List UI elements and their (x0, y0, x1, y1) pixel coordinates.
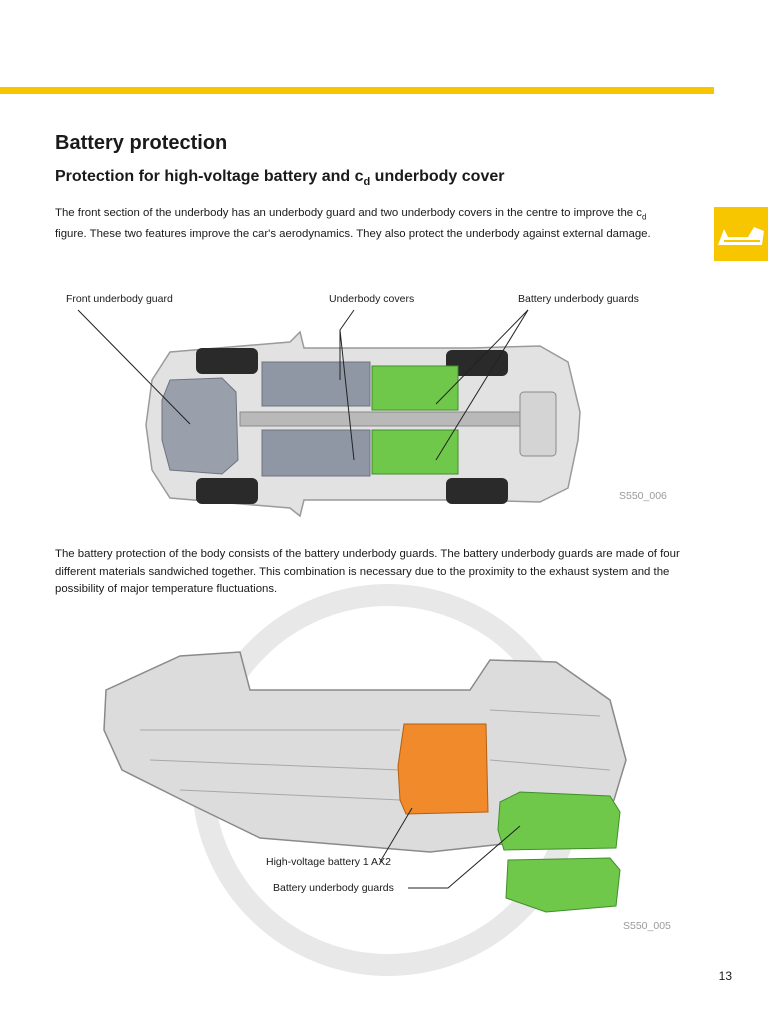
body-shell-detail (140, 709, 611, 801)
battery-guard-upper (497, 791, 621, 851)
figure1-reference: S550_006 (619, 490, 667, 502)
battery-guard-lower (505, 857, 621, 913)
page-title: Battery protection (55, 132, 228, 154)
underbody-cover-top (261, 361, 371, 407)
section-tab[interactable] (714, 207, 768, 261)
page-number: 13 (718, 969, 732, 983)
high-voltage-battery (397, 723, 489, 815)
section-subtitle: Protection for high-voltage battery and … (55, 168, 505, 189)
label-underbody-covers: Underbody covers (329, 293, 415, 305)
header-accent-rule (0, 87, 714, 94)
car-body-icon (718, 227, 764, 245)
wheel-front-right (196, 478, 258, 504)
wheel-front-left (196, 348, 258, 374)
battery-guard-bottom (371, 429, 459, 475)
intro-paragraph: The front section of the underbody has a… (55, 207, 651, 240)
body-shell-outline (103, 651, 627, 853)
underbody-diagram (77, 309, 581, 518)
figure1-leader-lines (77, 309, 529, 461)
label-high-voltage-battery: High-voltage battery 1 AX2 (266, 856, 391, 868)
label-battery-underbody-guards-bottom: Battery underbody guards (273, 882, 394, 894)
label-front-underbody-guard: Front underbody guard (66, 293, 173, 305)
wheel-rear-right (446, 478, 508, 504)
rear-silencer (519, 391, 557, 457)
body-paragraph: The battery protection of the body consi… (55, 548, 680, 595)
label-battery-underbody-guards-top: Battery underbody guards (518, 293, 639, 305)
front-underbody-guard (161, 377, 239, 475)
figure2-reference: S550_005 (623, 920, 671, 932)
figure2-leader-lines (379, 807, 521, 889)
wheel-rear-left (446, 350, 508, 376)
battery-guard-top (371, 365, 459, 411)
